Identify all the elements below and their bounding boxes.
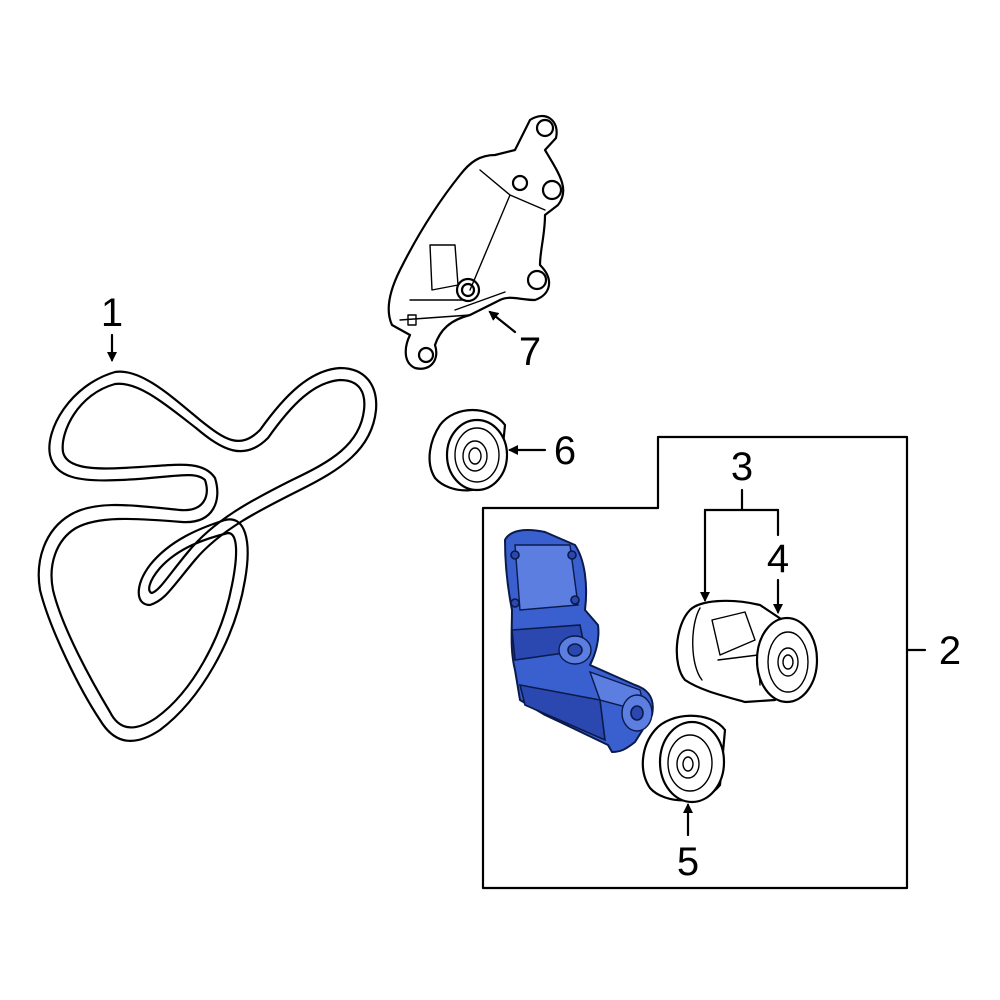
callout-4: 4	[767, 537, 789, 581]
callout-5: 5	[677, 840, 699, 884]
callout-2: 2	[939, 629, 961, 673]
callout-1: 1	[101, 291, 123, 335]
callout-3: 3	[731, 445, 753, 489]
tensioner-assembly-box	[481, 435, 909, 890]
mounting-bracket[interactable]	[387, 114, 565, 370]
idler-pulley[interactable]	[428, 408, 509, 492]
tensioner-pulley[interactable]	[641, 714, 727, 804]
serpentine-belt[interactable]	[37, 366, 378, 742]
callout-6: 6	[554, 429, 576, 473]
callout-7: 7	[519, 330, 541, 374]
tensioner-pulley-assembly[interactable]	[675, 599, 819, 704]
tensioner-bracket-highlighted[interactable]	[504, 529, 654, 753]
callout-7-arrow	[488, 310, 517, 334]
